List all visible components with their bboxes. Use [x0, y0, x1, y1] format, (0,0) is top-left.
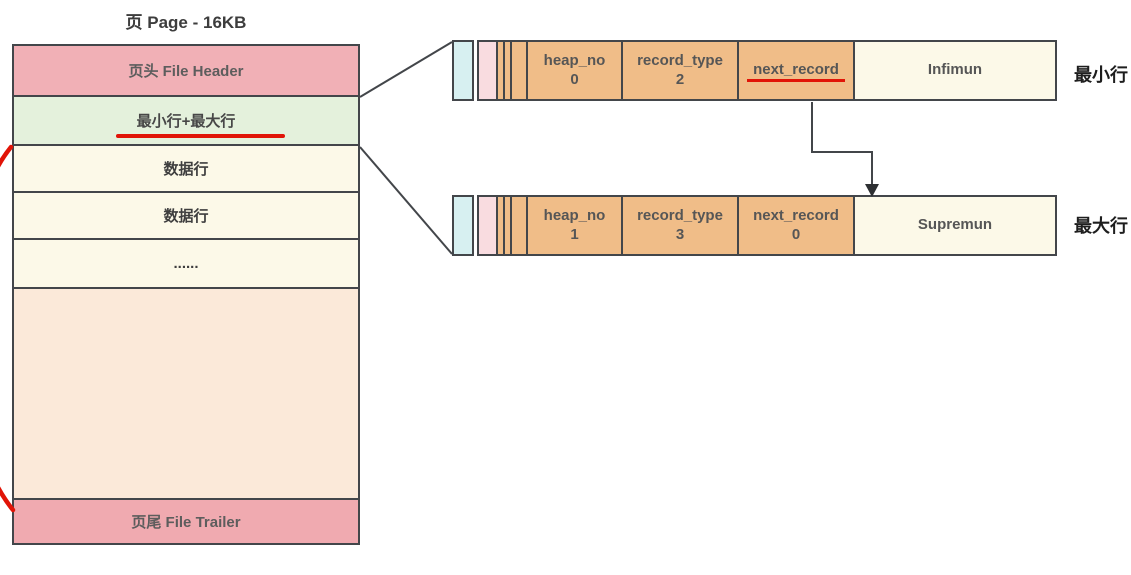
record1-header-strip: [498, 42, 505, 99]
record1-next-record-cell: next_record: [739, 42, 855, 99]
record2-supremum-cell: Supremun: [855, 197, 1055, 254]
record2-heap-no-cell: heap_no 1: [528, 197, 623, 254]
free-space-block: [14, 287, 358, 498]
more-rows-block: ......: [14, 238, 358, 287]
record2-header-strip: [505, 197, 512, 254]
record1-pink-field: [477, 40, 498, 101]
page-title: 页 Page - 16KB: [125, 13, 247, 32]
next-record-arrow: [811, 102, 873, 186]
file-header-block: 页头 File Header: [14, 46, 358, 95]
record1-header-strip: [512, 42, 528, 99]
record2-header-strip: [498, 197, 505, 254]
record1-heap-no-cell: heap_no 0: [528, 42, 623, 99]
record2-header-strip: [512, 197, 528, 254]
record1-record-type-cell: record_type 2: [623, 42, 739, 99]
connector-line-top: [359, 41, 453, 98]
record1-cells: heap_no 0 record_type 2 next_record Infi…: [496, 40, 1057, 101]
min-max-row-block: 最小行+最大行: [14, 95, 358, 144]
record1-header-strip: [505, 42, 512, 99]
page-structure-column: 页头 File Header 最小行+最大行 数据行 数据行 ...... 页尾…: [12, 44, 360, 545]
next-record-red-underline: next_record: [747, 61, 845, 83]
record2-side-label: 最大行: [1074, 216, 1128, 236]
record2-cells: heap_no 1 record_type 3 next_record 0 Su…: [496, 195, 1057, 256]
record2-next-record-cell: next_record 0: [739, 197, 855, 254]
data-row-block: 数据行: [14, 191, 358, 238]
record1-side-label: 最小行: [1074, 65, 1128, 85]
file-trailer-block: 页尾 File Trailer: [14, 498, 358, 543]
connector-line-bottom: [359, 146, 453, 255]
record2-cyan-field: [452, 195, 474, 256]
record2-pink-field: [477, 195, 498, 256]
record1-cyan-field: [452, 40, 474, 101]
record2-record-type-cell: record_type 3: [623, 197, 739, 254]
record1-infimum-cell: Infimun: [855, 42, 1055, 99]
data-row-block: 数据行: [14, 144, 358, 191]
